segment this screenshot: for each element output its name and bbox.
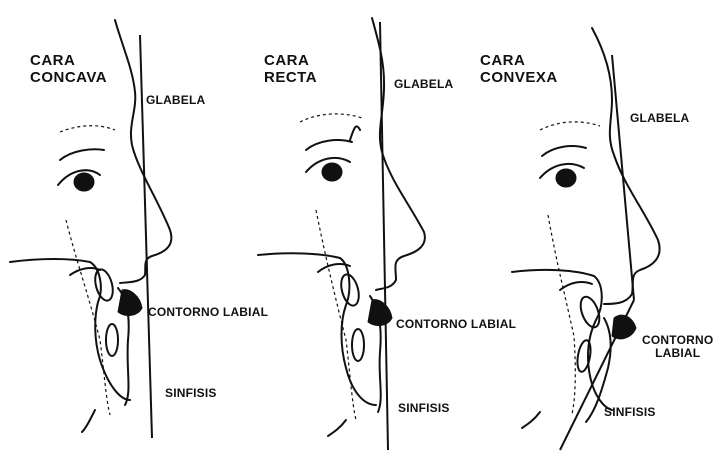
title-convexa-line1: CARA [480,52,558,69]
mandible-tail-recta [328,420,346,436]
brow-recta [306,140,352,150]
eye-convexa [556,169,576,187]
label-contorno-labial-concava: CONTORNO LABIAL [148,306,268,319]
jaw-outline-concava [10,259,130,400]
jaw-outline-convexa [512,270,612,410]
title-concava-line2: CONCAVA [30,69,107,86]
label-contorno-labial-recta: CONTORNO LABIAL [396,318,516,331]
label-contorno-convexa-line2: LABIAL [642,347,713,360]
label-sinfisis-concava: SINFISIS [165,387,217,400]
brow-concava [60,149,104,160]
title-recta-line2: RECTA [264,69,317,86]
title-recta: CARA RECTA [264,52,317,86]
label-glabela-concava: GLABELA [146,94,205,107]
eye-concava [74,173,94,191]
brow-convexa [542,146,586,156]
mandible-tail-convexa [522,412,540,428]
lip-contour-recta [368,300,392,326]
eye-recta [322,163,342,181]
lip-contour-convexa [612,315,636,339]
label-sinfisis-recta: SINFISIS [398,402,450,415]
title-recta-line1: CARA [264,52,317,69]
title-concava: CARA CONCAVA [30,52,107,86]
label-contorno-labial-convexa: CONTORNO LABIAL [642,334,713,360]
lip-contour-concava [118,290,142,316]
profile-convexa [512,28,660,450]
label-glabela-convexa: GLABELA [630,112,689,125]
mandible-tail-concava [82,410,95,432]
title-convexa: CARA CONVEXA [480,52,558,86]
face-outline-convexa [592,28,660,304]
title-concava-line1: CARA [30,52,107,69]
title-convexa-line2: CONVEXA [480,69,558,86]
label-sinfisis-convexa: SINFISIS [604,406,656,419]
label-glabela-recta: GLABELA [394,78,453,91]
